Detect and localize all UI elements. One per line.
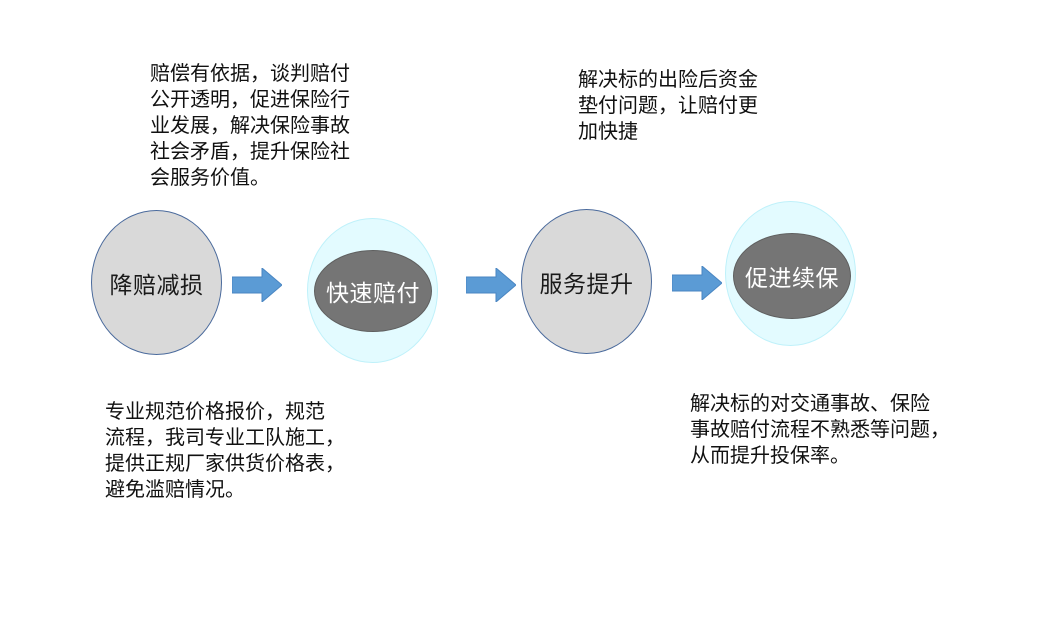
arrow-right-icon bbox=[232, 268, 282, 302]
node-inner-ellipse: 快速赔付 bbox=[314, 250, 432, 332]
note-top-left: 赔偿有依据，谈判赔付 公开透明，促进保险行 业发展，解决保险事故 社会矛盾，提升… bbox=[150, 61, 350, 189]
node-label: 促进续保 bbox=[745, 266, 839, 292]
node-service-upgrade: 服务提升 bbox=[521, 209, 652, 354]
node-label: 快速赔付 bbox=[326, 281, 420, 307]
node-fast-payout: 快速赔付 bbox=[307, 218, 438, 363]
note-bottom-right: 解决标的对交通事故、保险 事故赔付流程不熟悉等问题， 从而提升投保率。 bbox=[690, 391, 950, 467]
arrow-right-icon bbox=[466, 268, 516, 302]
note-bottom-left: 专业规范价格报价，规范 流程，我司专业工队施工， 提供正规厂家供货价格表， 避免… bbox=[105, 399, 345, 501]
node-reduce-loss: 降赔减损 bbox=[91, 210, 222, 355]
node-promote-renewal: 促进续保 bbox=[725, 201, 856, 346]
node-label: 降赔减损 bbox=[109, 272, 204, 299]
note-top-right: 解决标的出险后资金 垫付问题，让赔付更 加快捷 bbox=[578, 67, 758, 143]
node-inner-ellipse: 促进续保 bbox=[733, 233, 851, 319]
arrow-right-icon bbox=[672, 266, 722, 300]
node-label: 服务提升 bbox=[539, 271, 634, 298]
